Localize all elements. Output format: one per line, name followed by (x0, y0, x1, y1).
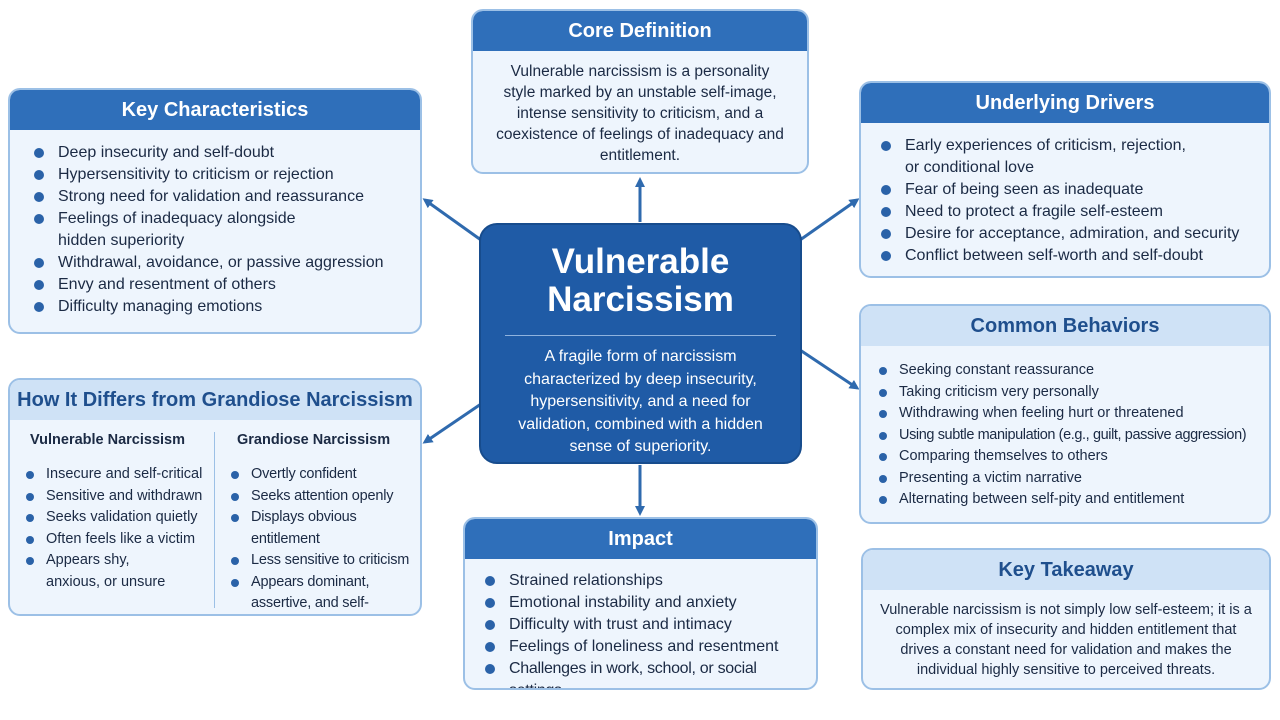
underlying-drivers-list: Early experiences of criticism, rejectio… (879, 135, 1255, 267)
list-item: Early experiences of criticism, rejectio… (879, 135, 1255, 179)
list-item: Hypersensitivity to criticism or rejecti… (32, 164, 394, 186)
vulnerable-list: Insecure and self-critical Sensitive and… (26, 464, 210, 593)
list-item: Feelings of inadequacy alongside hidden … (32, 208, 394, 252)
list-item: Difficulty with trust and intimacy (483, 614, 810, 636)
core-definition-box: Core Definition Vulnerable narcissism is… (471, 9, 809, 174)
impact-title: Impact (465, 519, 816, 559)
arrow-to-underlying-drivers (799, 198, 860, 242)
list-item: Challenges in work, school, or social se… (483, 658, 810, 688)
list-item: Deep insecurity and self-doubt (32, 142, 394, 164)
common-behaviors-title: Common Behaviors (861, 306, 1269, 346)
list-item: Appears dominant, assertive, and self-as… (231, 572, 414, 615)
list-item: Often feels like a victim (26, 529, 210, 551)
common-behaviors-list: Seeking constant reassurance Taking crit… (879, 360, 1261, 511)
arrow-to-key-characteristics (422, 198, 482, 242)
list-item: Overtly confident (231, 464, 414, 486)
list-item: Desire for acceptance, admiration, and s… (879, 223, 1255, 245)
list-item: Using subtle manipulation (e.g., guilt, … (879, 425, 1261, 447)
central-description: A fragile form of narcissism characteriz… (518, 348, 763, 455)
list-item: Envy and resentment of others (32, 274, 394, 296)
central-divider (505, 335, 776, 336)
grandiose-list: Overtly confident Seeks attention openly… (231, 464, 414, 615)
key-takeaway-text: Vulnerable narcissism is not simply low … (880, 602, 1252, 678)
vulnerable-column: Vulnerable Narcissism Insecure and self-… (10, 432, 215, 608)
central-topic: Vulnerable Narcissism A fragile form of … (479, 223, 802, 464)
differs-box: How It Differs from Grandiose Narcissism… (8, 378, 422, 616)
list-item: Less sensitive to criticism (231, 550, 414, 572)
core-definition-text: Vulnerable narcissism is a personality s… (496, 63, 784, 164)
grandiose-column-title: Grandiose Narcissism (237, 432, 391, 448)
list-item: Seeking constant reassurance (879, 360, 1261, 382)
list-item: Conflict between self-worth and self-dou… (879, 245, 1255, 267)
list-item: Difficulty managing emotions (32, 296, 394, 318)
arrow-to-differs (422, 402, 482, 444)
key-characteristics-title: Key Characteristics (10, 90, 420, 130)
key-takeaway-title: Key Takeaway (863, 550, 1269, 590)
vulnerable-column-title: Vulnerable Narcissism (30, 432, 186, 448)
list-item: Taking criticism very personally (879, 382, 1261, 404)
differs-columns: Vulnerable Narcissism Insecure and self-… (10, 420, 420, 615)
list-item: Withdrawal, avoidance, or passive aggres… (32, 252, 394, 274)
list-item: Appears shy, anxious, or unsure (26, 550, 210, 593)
impact-box: Impact Strained relationships Emotional … (463, 517, 818, 690)
list-item: Insecure and self-critical (26, 464, 210, 486)
list-item: Strained relationships (483, 570, 810, 592)
key-characteristics-box: Key Characteristics Deep insecurity and … (8, 88, 422, 334)
list-item: Displays obvious entitlement (231, 507, 414, 550)
list-item: Feelings of loneliness and resentment (483, 636, 810, 658)
differs-title: How It Differs from Grandiose Narcissism (10, 380, 420, 420)
common-behaviors-box: Common Behaviors Seeking constant reassu… (859, 304, 1271, 524)
grandiose-column: Grandiose Narcissism Overtly confident S… (215, 432, 420, 615)
list-item: Fear of being seen as inadequate (879, 179, 1255, 201)
list-item: Seeks validation quietly (26, 507, 210, 529)
list-item: Presenting a victim narrative (879, 468, 1261, 490)
underlying-drivers-title: Underlying Drivers (861, 83, 1269, 123)
key-takeaway-box: Key Takeaway Vulnerable narcissism is no… (861, 548, 1271, 690)
central-title: Vulnerable Narcissism (547, 242, 734, 319)
list-item: Strong need for validation and reassuran… (32, 186, 394, 208)
list-item: Withdrawing when feeling hurt or threate… (879, 403, 1261, 425)
arrow-to-common-behaviors (799, 348, 860, 390)
list-item: Seeks attention openly (231, 486, 414, 508)
underlying-drivers-box: Underlying Drivers Early experiences of … (859, 81, 1271, 278)
list-item: Need to protect a fragile self-esteem (879, 201, 1255, 223)
list-item: Emotional instability and anxiety (483, 592, 810, 614)
impact-list: Strained relationships Emotional instabi… (483, 570, 810, 688)
key-characteristics-list: Deep insecurity and self-doubt Hypersens… (32, 142, 394, 318)
core-definition-title: Core Definition (473, 11, 807, 51)
list-item: Sensitive and withdrawn (26, 486, 210, 508)
list-item: Comparing themselves to others (879, 446, 1261, 468)
list-item: Alternating between self-pity and entitl… (879, 489, 1261, 511)
